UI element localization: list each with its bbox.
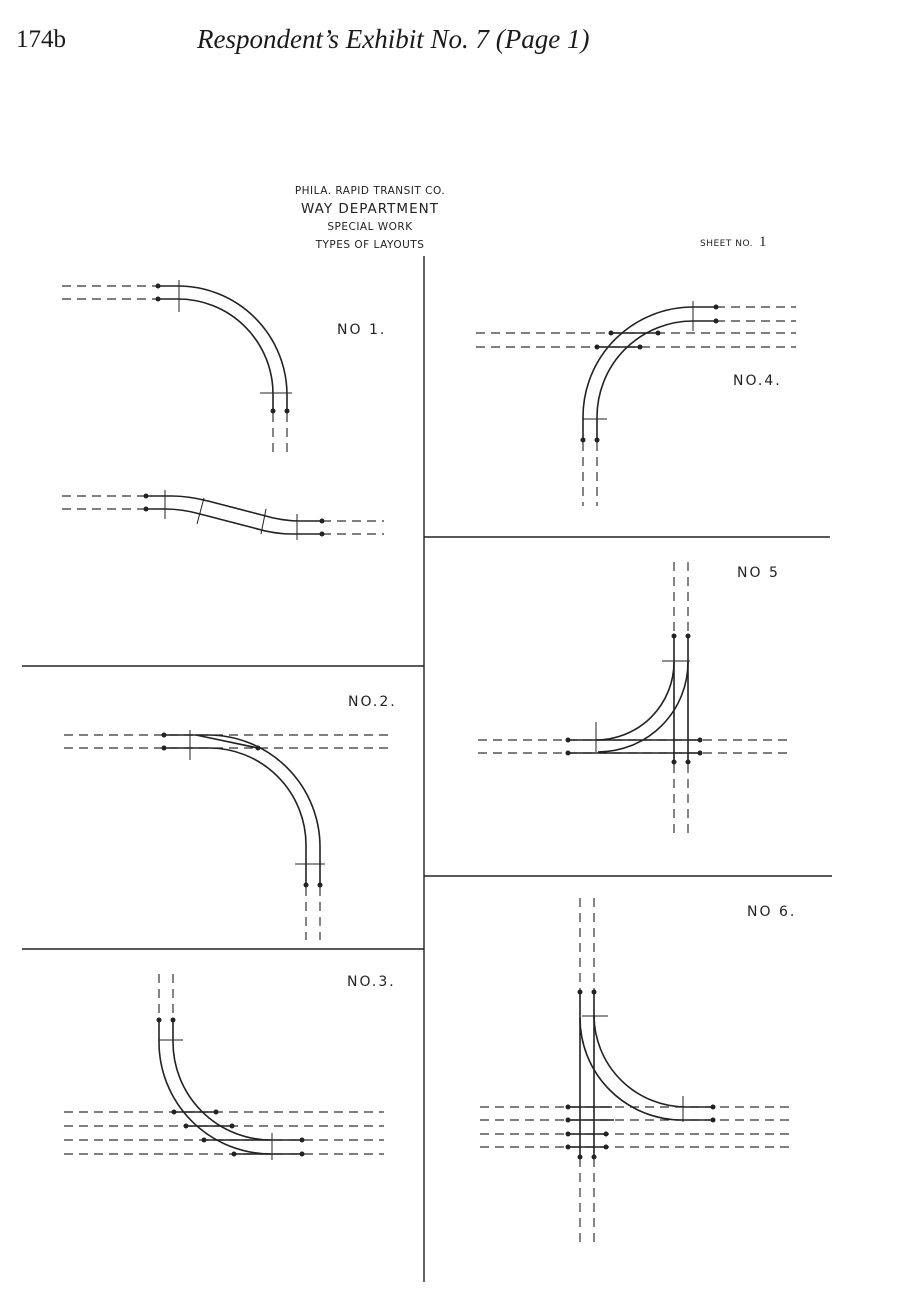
layout-label-no1: NO 1. [337, 322, 387, 338]
sheet-label: SHEET NO. [700, 239, 754, 249]
layout-no2 [64, 730, 390, 940]
layout-label-no2: NO.2. [348, 694, 397, 710]
layout-no5 [478, 562, 792, 838]
department-name: WAY DEPARTMENT [301, 201, 439, 217]
layout-no6 [480, 898, 794, 1246]
layout-label-no6: NO 6. [747, 904, 797, 920]
layout-label-no4: NO.4. [733, 373, 782, 389]
layout-label-no5: NO 5 [737, 565, 780, 581]
page-number: 174b [16, 26, 66, 53]
panel-frame [22, 256, 832, 1282]
layout-no4 [476, 301, 796, 506]
layout-label-no3: NO.3. [347, 974, 396, 990]
exhibit-title: Respondent’s Exhibit No. 7 (Page 1) [197, 24, 590, 54]
layout-no1 [62, 280, 384, 540]
layout-no3 [64, 974, 384, 1160]
drawing-header: PHILA. RAPID TRANSIT CO. WAY DEPARTMENT … [250, 182, 490, 254]
drawing-title: TYPES OF LAYOUTS [315, 239, 425, 251]
company-name: PHILA. RAPID TRANSIT CO. [294, 185, 446, 197]
subject-line: SPECIAL WORK [327, 221, 413, 233]
sheet-number: SHEET NO. 1 [700, 234, 767, 251]
sheet-number-value: 1 [759, 234, 768, 250]
